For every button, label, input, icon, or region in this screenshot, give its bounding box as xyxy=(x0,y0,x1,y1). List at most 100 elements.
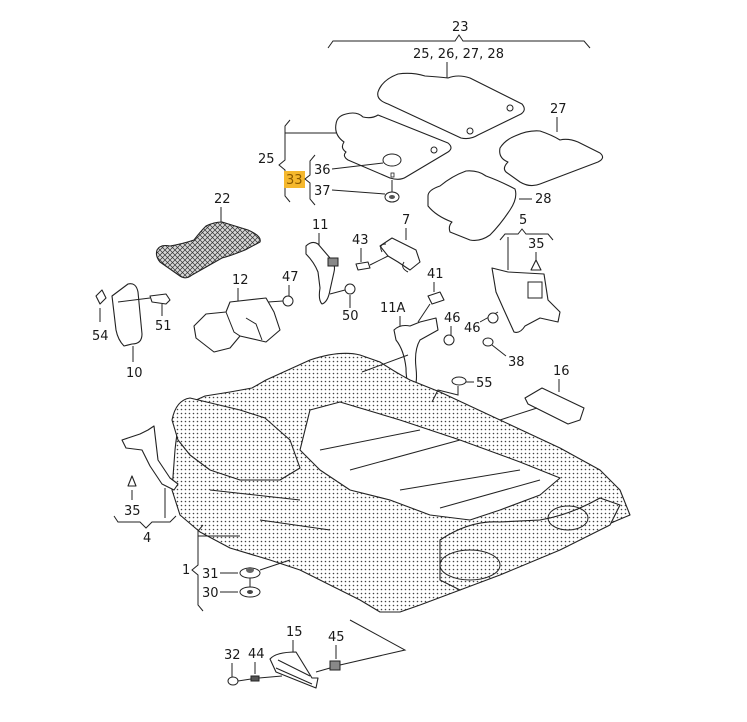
part-41-clip[interactable] xyxy=(427,291,445,305)
callout-47[interactable]: 47 xyxy=(282,270,299,285)
callout-1[interactable]: 1 xyxy=(182,563,190,578)
callout-15[interactable]: 15 xyxy=(286,625,303,640)
callout-12[interactable]: 12 xyxy=(232,273,249,288)
callout-27[interactable]: 27 xyxy=(550,102,567,117)
part-35-clip-b[interactable] xyxy=(127,475,137,487)
part-11-clip xyxy=(327,257,339,267)
part-16-cover[interactable] xyxy=(524,387,585,425)
carpet-front-left-section[interactable] xyxy=(171,397,301,481)
callout-32[interactable]: 32 xyxy=(224,648,241,663)
part-46-cap-a[interactable] xyxy=(443,334,455,346)
leader-41-link xyxy=(417,303,431,323)
callout-5[interactable]: 5 xyxy=(519,213,527,228)
callout-55[interactable]: 55 xyxy=(476,376,493,391)
callout-22[interactable]: 22 xyxy=(214,192,231,207)
leader-32-link xyxy=(237,678,252,682)
bracket-1 xyxy=(191,524,204,612)
callout-51[interactable]: 51 xyxy=(155,319,172,334)
part-11a-trim[interactable] xyxy=(393,317,439,393)
leader-50-link xyxy=(329,289,346,295)
part-31-center xyxy=(246,567,254,573)
callout-38[interactable]: 38 xyxy=(508,355,525,370)
part-45-clip[interactable] xyxy=(329,660,341,671)
callout-11a[interactable]: 11A xyxy=(380,301,406,316)
bracket-4 xyxy=(113,515,177,529)
part-12-detail xyxy=(225,311,263,341)
callout-36[interactable]: 36 xyxy=(314,163,331,178)
callout-35a[interactable]: 35 xyxy=(528,237,545,252)
callout-10[interactable]: 10 xyxy=(126,366,143,381)
leader-37 xyxy=(331,189,386,195)
mat-clip-36-stem xyxy=(390,172,395,178)
callout-50[interactable]: 50 xyxy=(342,309,359,324)
part-55-cap[interactable] xyxy=(451,376,467,386)
callout-54[interactable]: 54 xyxy=(92,329,109,344)
callout-37[interactable]: 37 xyxy=(314,184,331,199)
bracket-5 xyxy=(499,228,554,241)
callout-28[interactable]: 28 xyxy=(535,192,552,207)
mat-clip-36[interactable] xyxy=(382,153,402,167)
part-43-screw[interactable] xyxy=(355,261,371,271)
floor-mat-front-large[interactable] xyxy=(377,72,525,140)
callout-44[interactable]: 44 xyxy=(248,647,265,662)
leader-43-link xyxy=(369,255,389,266)
leader-55-link xyxy=(431,386,459,403)
floor-mat-25[interactable] xyxy=(335,112,452,180)
part-38-fastener[interactable] xyxy=(482,337,494,347)
callout-41[interactable]: 41 xyxy=(427,267,444,282)
floor-mat-27[interactable] xyxy=(499,130,604,187)
mat-hole xyxy=(506,104,514,112)
part-5-trim[interactable] xyxy=(491,267,561,333)
callout-46a[interactable]: 46 xyxy=(444,311,461,326)
leader-51-link xyxy=(117,297,151,303)
leader-36 xyxy=(331,162,384,170)
carpet-rear-section[interactable] xyxy=(439,497,621,591)
callout-11[interactable]: 11 xyxy=(312,218,329,233)
part-32-cap[interactable] xyxy=(227,676,239,686)
part-15-detail xyxy=(275,659,313,685)
part-44-screw[interactable] xyxy=(250,675,260,682)
callout-33[interactable]: 33 xyxy=(286,173,303,188)
callout-25-26-27-28[interactable]: 25, 26, 27, 28 xyxy=(413,47,504,62)
callout-31[interactable]: 31 xyxy=(202,567,219,582)
leader-44-link xyxy=(258,675,283,679)
part-22-floor-insulation[interactable] xyxy=(155,221,261,279)
part-10-trim[interactable] xyxy=(111,283,143,347)
mat-clip-37-inner xyxy=(389,195,395,199)
part-11-trim[interactable] xyxy=(305,241,336,305)
callout-35b[interactable]: 35 xyxy=(124,504,141,519)
carpet-tunnel[interactable] xyxy=(299,401,561,521)
part-7-hook xyxy=(380,243,409,273)
bracket-33 xyxy=(304,154,316,206)
callout-30[interactable]: 30 xyxy=(202,586,219,601)
callout-23-group: 23 25, 26, 27, 28 xyxy=(327,20,591,78)
leader-11a-link xyxy=(361,354,409,373)
highlight-33 xyxy=(284,171,305,188)
floor-mat-28[interactable] xyxy=(427,170,517,241)
part-46-cap-b[interactable] xyxy=(487,312,499,324)
callout-7[interactable]: 7 xyxy=(402,213,410,228)
callout-25[interactable]: 25 xyxy=(258,152,275,167)
callout-45[interactable]: 45 xyxy=(328,630,345,645)
part-5-window xyxy=(527,281,543,299)
part-54-clip[interactable] xyxy=(95,289,107,305)
mat-hole xyxy=(430,146,438,154)
part-51-screw[interactable] xyxy=(149,293,171,305)
part-47-cap[interactable] xyxy=(282,295,294,307)
callout-46b[interactable]: 46 xyxy=(464,321,481,336)
callout-4[interactable]: 4 xyxy=(143,531,151,546)
part-12-bracket[interactable] xyxy=(193,297,281,353)
part-15-sill-trim[interactable] xyxy=(269,651,319,689)
leader-47-link xyxy=(267,300,284,303)
bracket-23 xyxy=(327,34,591,49)
part-4-trim[interactable] xyxy=(121,425,179,491)
part-50-grommet[interactable] xyxy=(344,283,356,295)
part-35-clip-a[interactable] xyxy=(530,259,542,271)
part-30-center xyxy=(247,590,253,594)
callout-23[interactable]: 23 xyxy=(452,20,469,35)
part-7-bracket[interactable] xyxy=(379,237,421,271)
callout-16[interactable]: 16 xyxy=(553,364,570,379)
leader-15-link xyxy=(315,667,331,673)
callout-43[interactable]: 43 xyxy=(352,233,369,248)
